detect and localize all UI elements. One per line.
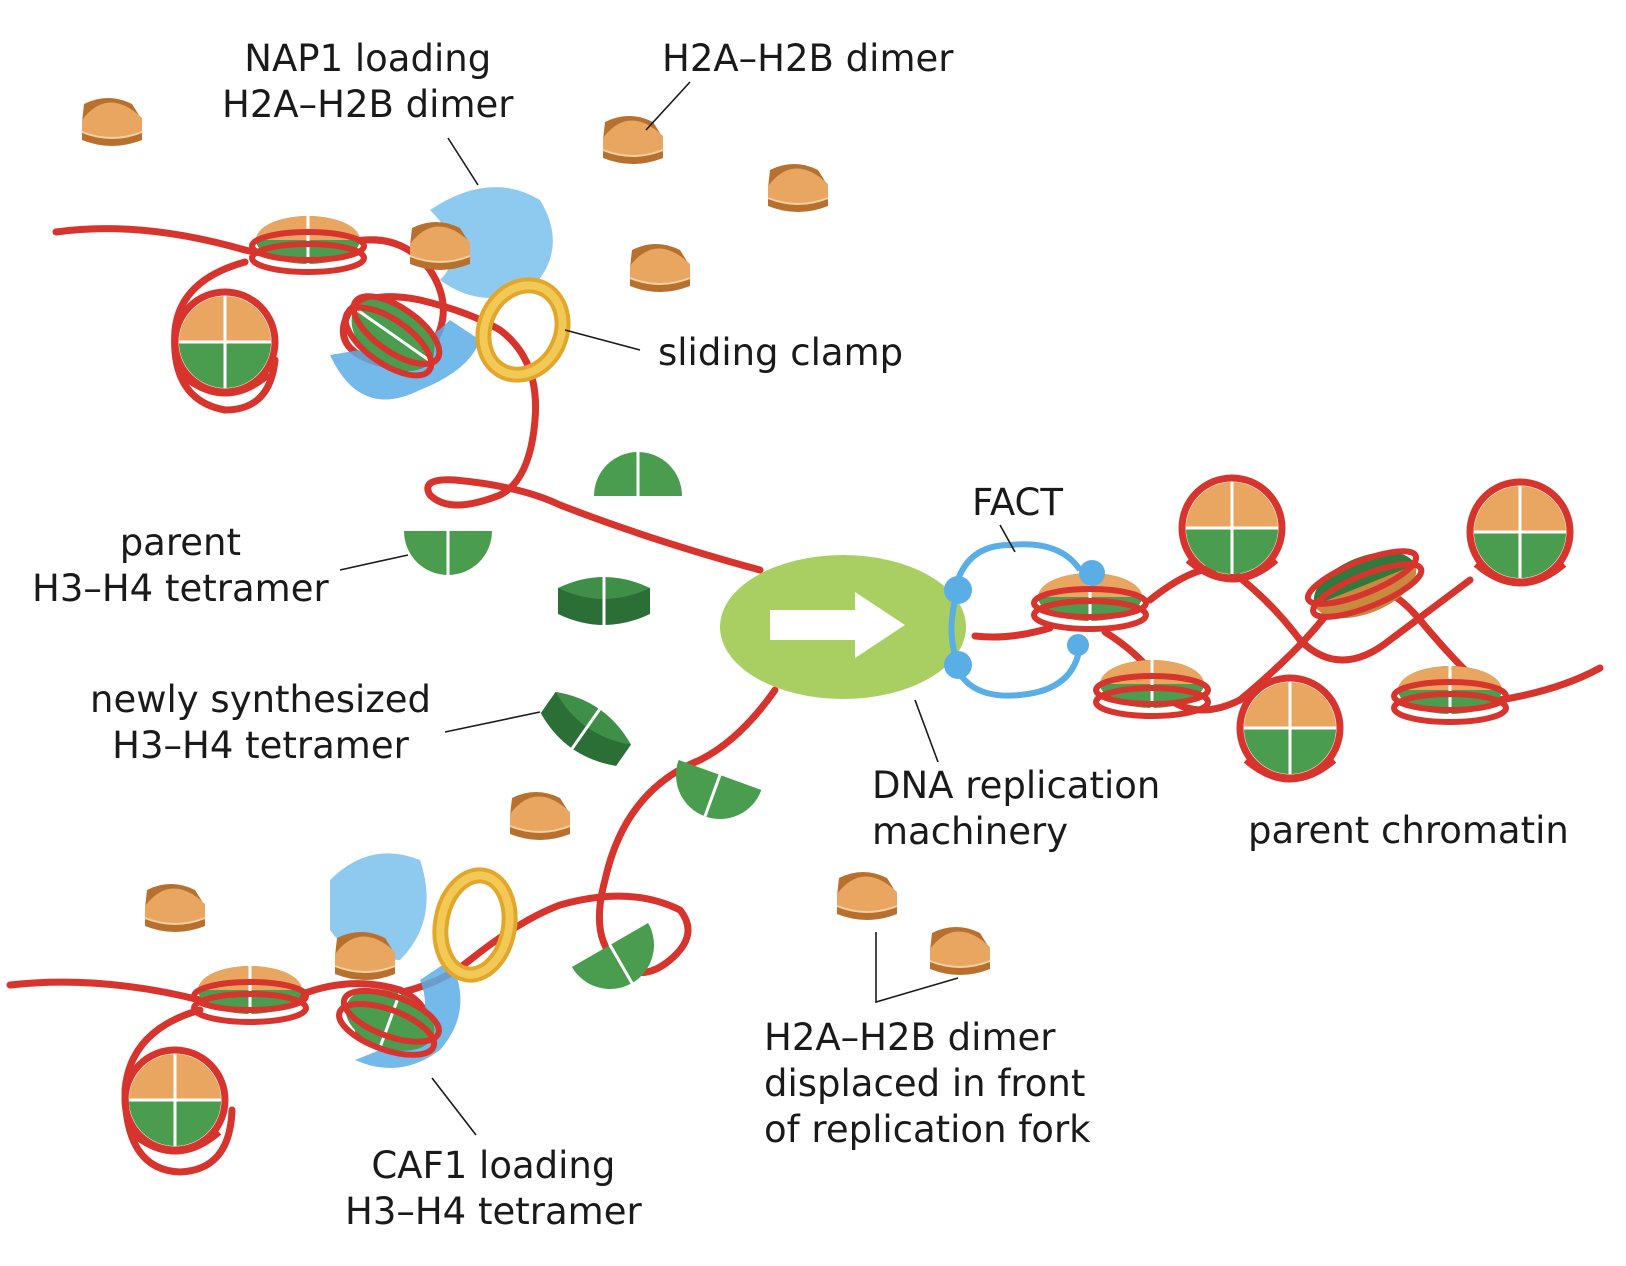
leader-fact bbox=[999, 524, 1016, 553]
label-fact: FACT bbox=[972, 481, 1063, 524]
label-h2a-h2b-dimer-top: H2A–H2B dimer bbox=[662, 37, 954, 80]
fact-arm-top bbox=[952, 541, 1083, 591]
free-h2a-h2b-dimer bbox=[509, 791, 571, 841]
new-h3-h4-tetramer bbox=[556, 575, 652, 627]
parent-nucleosome bbox=[1394, 666, 1506, 722]
sliding-clamp-lower bbox=[432, 867, 518, 983]
parent-nucleosome-tilted bbox=[1304, 548, 1425, 620]
leader-parent-tetramer bbox=[339, 554, 409, 571]
daughter-nucleosome bbox=[175, 292, 275, 393]
label-parent-chromatin: parent chromatin bbox=[1248, 809, 1569, 852]
fact-node bbox=[1067, 634, 1089, 656]
displaced-h2a-h2b-dimer bbox=[929, 926, 991, 976]
parent-h3-h4-half bbox=[402, 529, 494, 577]
leader-displaced bbox=[875, 932, 959, 1004]
parent-h3-h4-half bbox=[592, 450, 684, 498]
label-replication-machinery: DNA replication machinery bbox=[872, 764, 1161, 853]
daughter-nucleosome bbox=[125, 1050, 225, 1151]
leader-caf1 bbox=[431, 1077, 477, 1136]
free-h2a-h2b-dimer bbox=[81, 97, 143, 147]
fact-node bbox=[1079, 560, 1105, 586]
daughter-nucleosome-tilted bbox=[342, 293, 443, 379]
sliding-clamp-upper bbox=[475, 277, 571, 383]
free-h2a-h2b-dimer bbox=[144, 883, 206, 933]
parent-chromatin-dna-2 bbox=[1146, 564, 1474, 664]
upper-loop-dna bbox=[171, 258, 279, 414]
free-h2a-h2b-dimer bbox=[629, 243, 691, 293]
leader-replication bbox=[914, 699, 939, 763]
parent-nucleosome bbox=[1470, 482, 1570, 583]
label-caf1: CAF1 loading H3–H4 tetramer bbox=[345, 1144, 642, 1233]
label-nap1: NAP1 loading H2A–H2B dimer bbox=[222, 37, 514, 126]
leader-nap1 bbox=[447, 137, 479, 186]
lower-loop-dna bbox=[121, 1006, 236, 1176]
free-h2a-h2b-dimer bbox=[767, 163, 829, 213]
free-h2a-h2b-dimer bbox=[602, 115, 664, 165]
fact-arm-bottom bbox=[952, 644, 1083, 699]
label-displaced-dimer: H2A–H2B dimer displaced in front of repl… bbox=[764, 1016, 1091, 1151]
fact-node bbox=[944, 576, 972, 604]
fork-direction-arrow bbox=[770, 592, 905, 658]
leader-h2a-top bbox=[645, 81, 691, 131]
leader-sliding-clamp bbox=[564, 329, 641, 351]
label-new-tetramer: newly synthesized H3–H4 tetramer bbox=[90, 678, 431, 767]
parent-nucleosome bbox=[1240, 678, 1340, 779]
new-h3-h4-tetramer bbox=[532, 681, 639, 777]
label-sliding-clamp: sliding clamp bbox=[658, 331, 904, 374]
parent-h3-h4-half bbox=[570, 921, 672, 1007]
leader-new-tetramer bbox=[444, 711, 541, 733]
daughter-nucleosome bbox=[194, 966, 306, 1022]
label-parent-tetramer: parent H3–H4 tetramer bbox=[32, 521, 329, 610]
caf1-bound-tetramer bbox=[336, 987, 442, 1058]
daughter-nucleosome bbox=[252, 216, 364, 272]
parent-h3-h4-half bbox=[662, 758, 763, 833]
nap1-chaperone bbox=[430, 187, 553, 298]
parent-nucleosome bbox=[1182, 478, 1282, 579]
displaced-h2a-h2b-dimer bbox=[836, 871, 898, 921]
fact-node bbox=[944, 651, 972, 679]
parent-strand-dna bbox=[971, 624, 1054, 641]
